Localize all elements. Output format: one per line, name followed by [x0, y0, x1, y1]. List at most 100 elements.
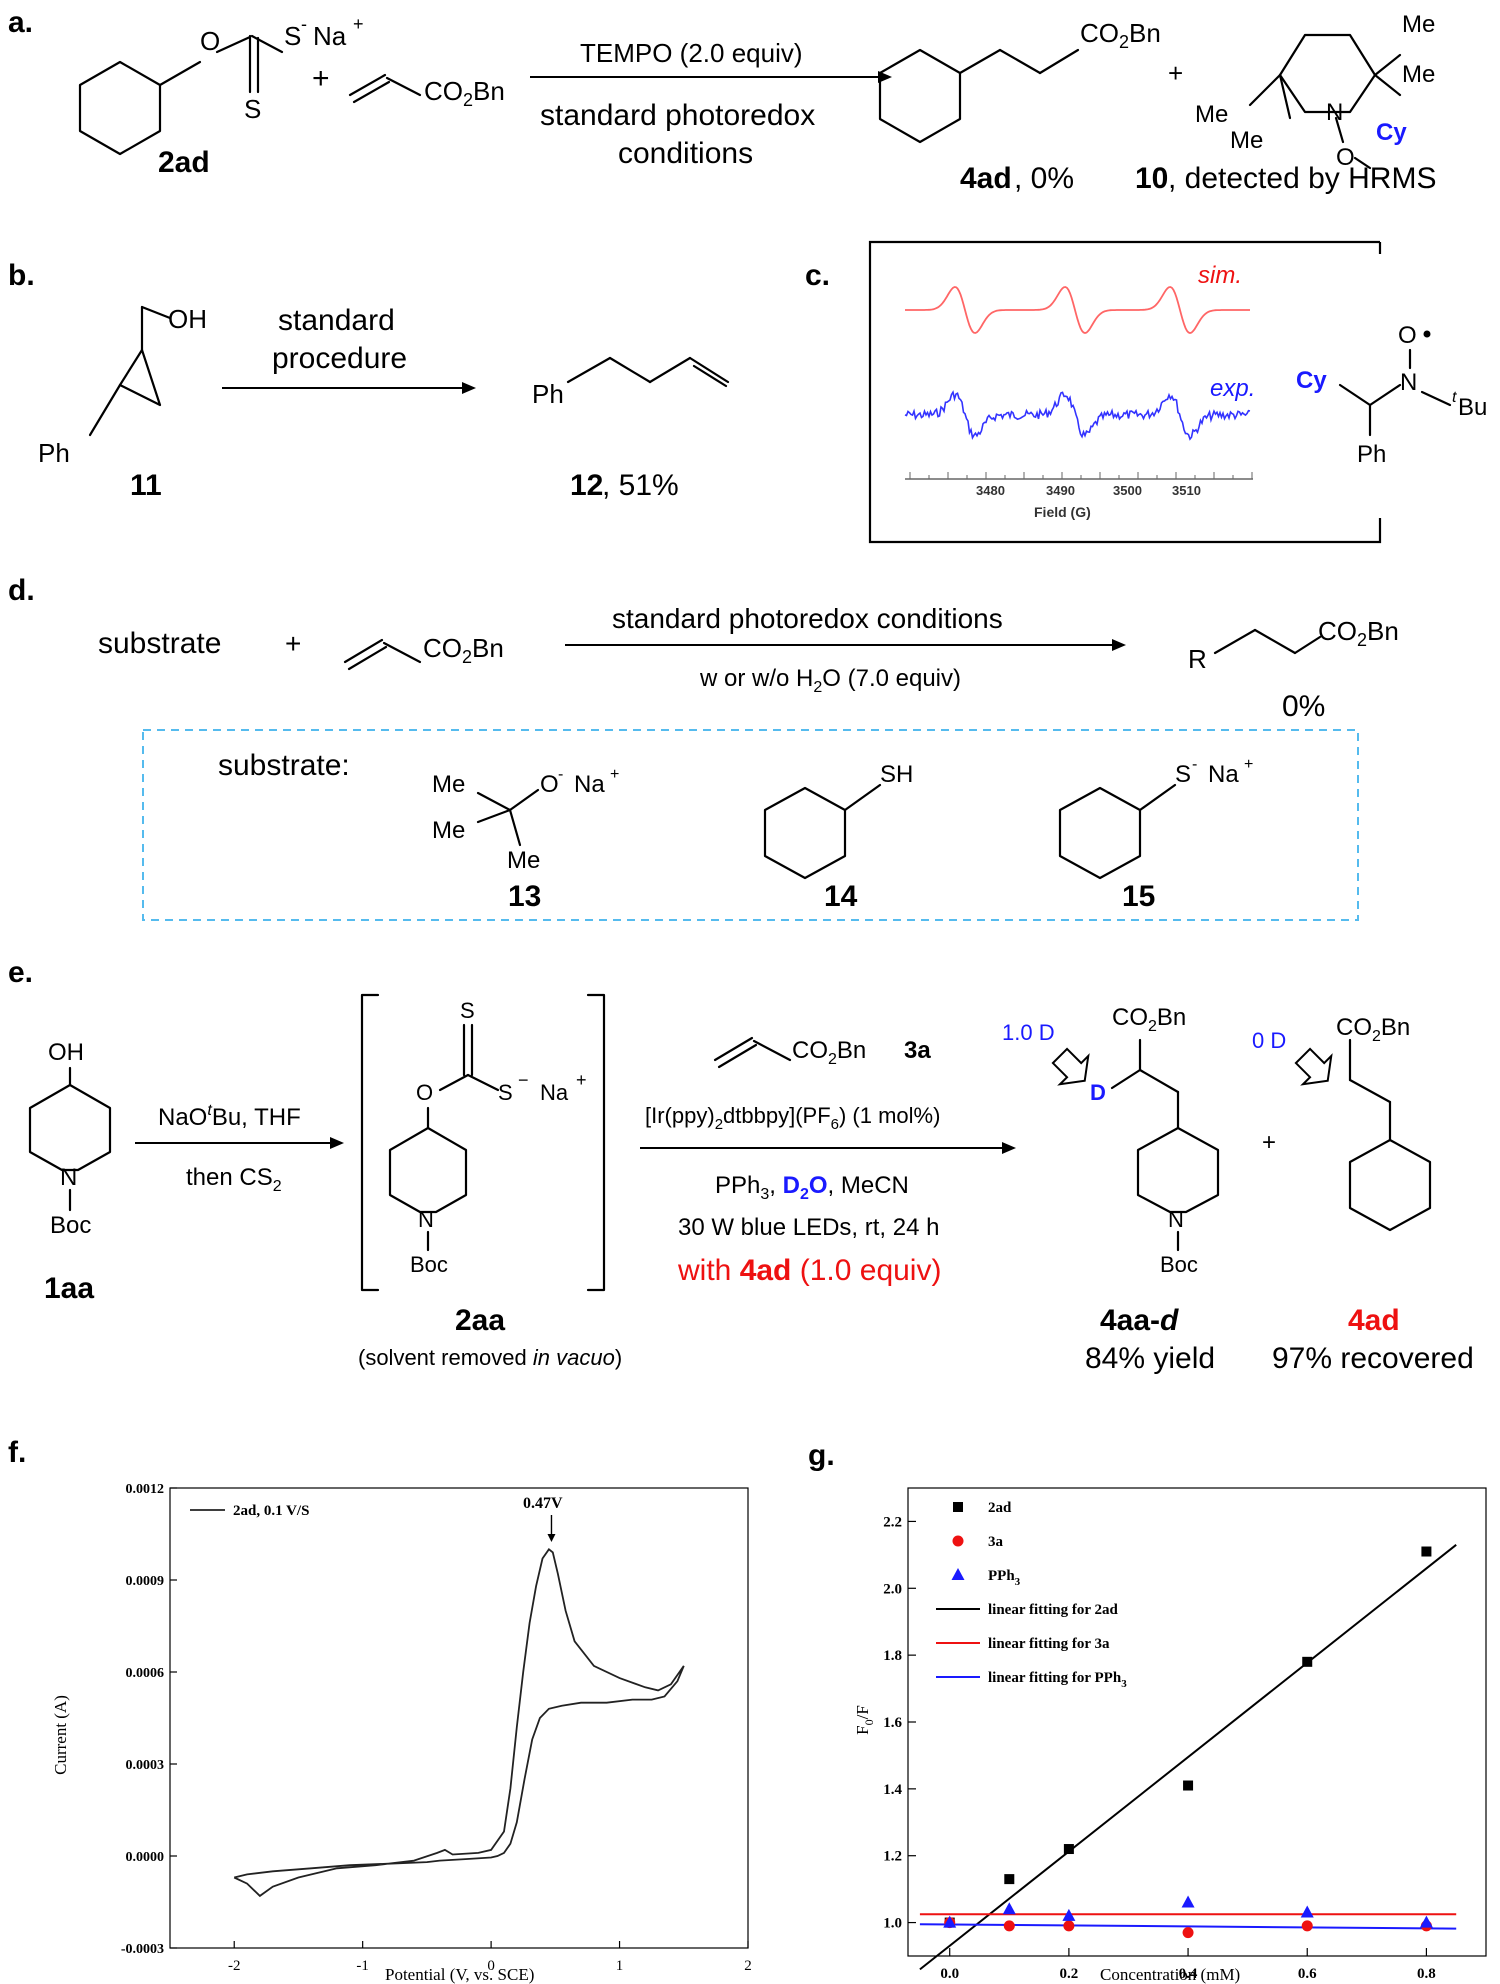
label-co2bn: CO2Bn	[423, 633, 504, 667]
panel-label-g: g.	[808, 1439, 835, 1472]
label-co2bn: CO2Bn	[1080, 18, 1161, 52]
peak-arrow-head	[547, 1534, 556, 1542]
structure-15: S - Na + 15	[1058, 756, 1253, 913]
data-point-circle	[1182, 1927, 1194, 1939]
charge-plus: +	[1244, 756, 1253, 773]
y-tick-label: 0.0003	[126, 1758, 165, 1773]
legend-entry: 2ad	[988, 1500, 1012, 1516]
data-point-square	[1183, 1780, 1194, 1791]
conditions-line2: procedure	[272, 342, 407, 375]
compound-id-4aa-d: 4aa-d	[1100, 1304, 1179, 1337]
compound-id-2aa: 2aa	[455, 1304, 505, 1337]
phenyl-label: Ph	[38, 438, 70, 468]
epr-exp-trace	[904, 390, 1251, 441]
atom-na: Na	[540, 1080, 569, 1105]
structure-acrylate-a: CO2Bn	[348, 73, 505, 110]
atom-o: O	[200, 26, 220, 56]
yield-0: 0%	[1282, 690, 1325, 723]
y-tick-label: 0.0006	[126, 1666, 165, 1681]
atom-n: N	[1168, 1207, 1184, 1232]
methyl-label: Me	[507, 847, 540, 874]
legend-entry: linear fitting for 3a	[988, 1636, 1110, 1652]
panel-label-b: b.	[8, 259, 35, 292]
label-sim: sim.	[1198, 262, 1242, 289]
data-point-square	[1004, 1874, 1015, 1885]
legend-sub: 3	[1121, 1678, 1127, 1690]
conditions-top: standard photoredox conditions	[612, 603, 1003, 634]
atom-na: Na	[574, 771, 605, 798]
methyl-label: Me	[1402, 61, 1435, 88]
deuterium-arrow	[1051, 1047, 1090, 1086]
solvent-note: (solvent removed in vacuo)	[358, 1345, 622, 1370]
structure-2aa: S O S − Na + N Boc	[360, 993, 606, 1292]
substrate-box	[142, 729, 1359, 921]
charge-minus: −	[518, 1070, 529, 1090]
atom-sh: SH	[880, 761, 913, 788]
legend-entry: linear fitting for 2ad	[988, 1602, 1119, 1618]
y-tick-label: 0.0000	[126, 1850, 165, 1865]
compound-id-15: 15	[1122, 880, 1155, 913]
data-point-circle	[1063, 1920, 1075, 1932]
label-co2bn: CO2Bn	[1318, 616, 1399, 650]
compound-id-14: 14	[824, 880, 858, 913]
peak-annotation: 0.47V	[523, 1495, 563, 1512]
methyl-label: Me	[1195, 101, 1228, 128]
yield-4ad: , 0%	[1014, 162, 1074, 195]
cv-x-title: Potential (V, vs. SCE)	[385, 1965, 534, 1984]
epr-sim-trace	[905, 286, 1250, 334]
legend-entry: linear fitting for PPh3	[988, 1670, 1127, 1690]
box-title: substrate:	[218, 749, 350, 782]
methyl-label: Me	[432, 817, 465, 844]
panel-label-d: d.	[8, 574, 35, 607]
plus-sign: +	[285, 628, 301, 659]
atom-s: S	[460, 998, 475, 1023]
atom-oh: OH	[168, 304, 207, 334]
phenyl-label: Ph	[1357, 441, 1386, 468]
y-tick-label: 2.0	[883, 1581, 902, 1597]
compound-id-1aa: 1aa	[44, 1272, 94, 1305]
atom-n: N	[418, 1207, 434, 1232]
compound-id-11: 11	[130, 469, 162, 502]
panel-label-c: c.	[805, 259, 830, 292]
y-tick-label: -0.0003	[121, 1942, 164, 1957]
light-conditions: 30 W blue LEDs, rt, 24 h	[678, 1214, 939, 1241]
recovery-4ad: 97% recovered	[1272, 1342, 1474, 1375]
x-tick-label: 0.4	[1179, 1966, 1198, 1982]
tick-label: 3510	[1172, 483, 1201, 498]
deuterium-label: 1.0 D	[1002, 1020, 1055, 1045]
x-tick-label: 0.0	[940, 1966, 959, 1982]
conditions-line1: standard photoredox	[540, 99, 815, 132]
plus-sign: +	[1168, 58, 1183, 88]
additive-note: with 4ad (1.0 equiv)	[677, 1254, 941, 1287]
tick-label: 3480	[976, 483, 1005, 498]
charge-minus: -	[558, 766, 563, 783]
panel-c-frame	[868, 240, 1382, 544]
data-point-triangle	[1062, 1908, 1076, 1921]
structure-13: Me Me Me O - Na + 13	[432, 766, 619, 913]
label-co2bn: CO2Bn	[1112, 1004, 1186, 1035]
data-point-circle	[1003, 1920, 1015, 1932]
conditions-line1: standard	[278, 304, 395, 337]
label-co2bn: CO2Bn	[424, 76, 505, 110]
atom-o: O	[540, 771, 559, 798]
data-point-circle	[1301, 1920, 1313, 1932]
field-axis-ticks	[909, 472, 1253, 479]
step1-then: then CS2	[186, 1164, 282, 1195]
compound-id-10: 10	[1135, 162, 1168, 195]
deuterium-label: 0 D	[1252, 1028, 1286, 1053]
tick-label: 3500	[1113, 483, 1142, 498]
tick-label: 3490	[1046, 483, 1075, 498]
data-point-square	[953, 1502, 963, 1512]
x-tick-label: 2	[744, 1958, 752, 1974]
sv-plot-frame	[907, 1487, 1487, 1957]
radical-dot	[1423, 330, 1431, 338]
plus-sign: +	[1262, 1129, 1276, 1156]
y-tick-label: 1.4	[883, 1782, 902, 1798]
atom-n: N	[1400, 369, 1417, 396]
atom-n: N	[60, 1164, 77, 1191]
legend-entry: 3a	[988, 1534, 1004, 1550]
